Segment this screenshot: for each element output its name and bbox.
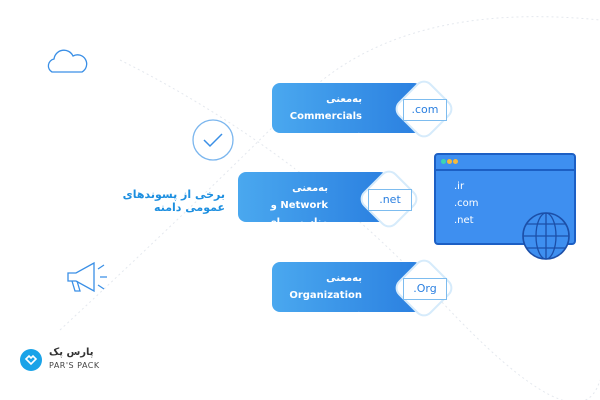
card-line: به‌معنی Commercials و bbox=[289, 94, 362, 139]
window-dot bbox=[453, 159, 458, 164]
browser-titlebar bbox=[436, 155, 574, 171]
tld-line: .net bbox=[454, 215, 474, 226]
tld-line: .com bbox=[454, 198, 479, 209]
card-line: به‌معنی Network و bbox=[270, 183, 328, 211]
page-title: برخی از پسوندهای عمومی دامنه bbox=[122, 188, 225, 214]
logo-mark bbox=[20, 349, 42, 371]
card-line: مناسب برای شبکه bbox=[267, 217, 329, 245]
cloud-icon bbox=[47, 49, 88, 73]
logo-text-fa: پارس پک bbox=[49, 347, 94, 358]
tld-badge: .net bbox=[368, 189, 412, 211]
window-dot bbox=[441, 159, 446, 164]
tld-badge: .Org bbox=[403, 278, 447, 300]
megaphone-icon bbox=[67, 261, 107, 293]
tld-badge: .com bbox=[403, 99, 447, 121]
card-line: به‌معنی Organization و bbox=[289, 273, 362, 318]
globe-icon bbox=[522, 212, 570, 260]
tld-line: .ir bbox=[454, 181, 465, 192]
checkmark-icon bbox=[192, 119, 234, 161]
logo-text-en: PAR'S PACK bbox=[49, 361, 100, 370]
window-dot bbox=[447, 159, 452, 164]
card-line: مناسب برای فعالیت تجاری bbox=[294, 145, 363, 173]
card-line: مناسب برای ارگان‌ها bbox=[301, 324, 363, 352]
